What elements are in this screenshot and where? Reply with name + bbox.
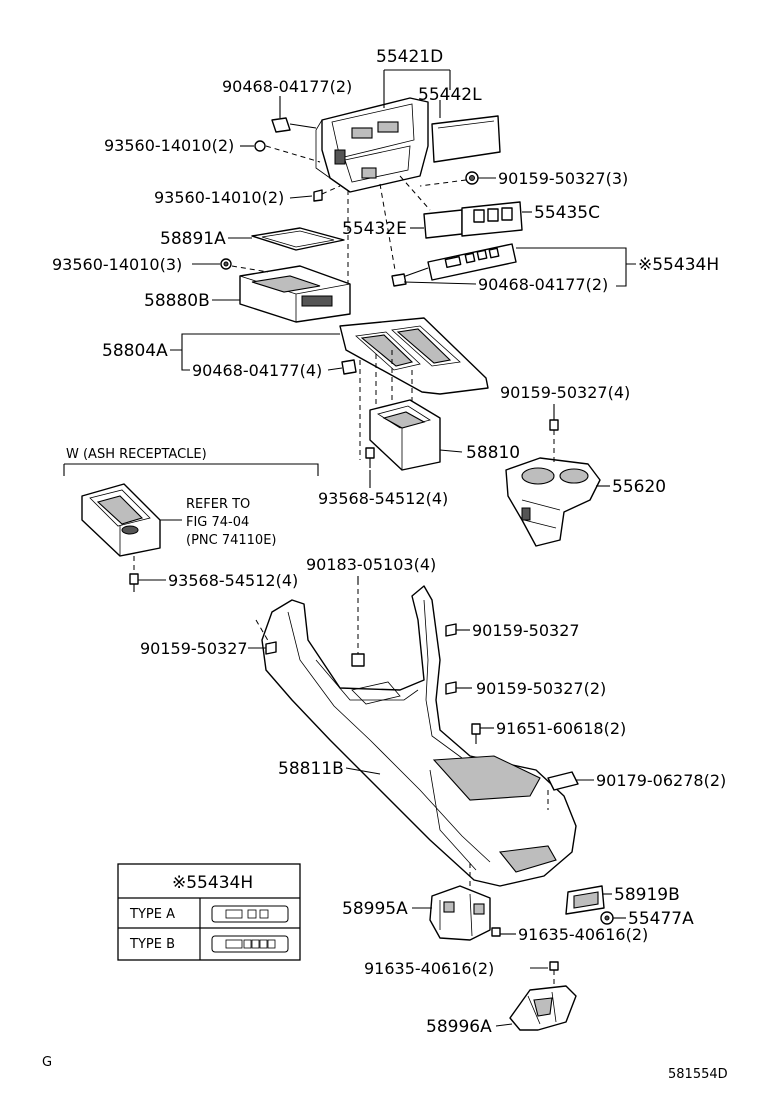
part-55434H-switch-strip	[391, 243, 517, 287]
footer-left-code: G	[42, 1055, 52, 1070]
type-b-switch-icon	[211, 935, 289, 953]
type-a-switch-icon	[211, 905, 289, 923]
label-58891A: 58891A	[160, 229, 226, 249]
label-55442L: 55442L	[418, 85, 482, 105]
part-55421D-bracket	[315, 97, 429, 193]
screw-93560-b	[313, 185, 341, 202]
label-93560-14010-2-b: 93560-14010(2)	[154, 188, 284, 207]
type-table-header: ※55434H	[172, 873, 253, 893]
refer-line-3: (PNC 74110E)	[186, 533, 277, 548]
label-90468-04177-2-top: 90468-04177(2)	[222, 77, 352, 96]
clip-90179-2	[547, 771, 579, 810]
screw-90159-right	[445, 623, 457, 637]
label-93560-14010-2-a: 93560-14010(2)	[104, 136, 234, 155]
part-58810-tray	[369, 399, 441, 471]
type-table: ※55434H TYPE A TYPE B	[117, 863, 301, 961]
label-90183-05103-4: 90183-05103(4)	[306, 555, 436, 574]
clip-90183-4	[351, 580, 365, 667]
label-55421D: 55421D	[376, 47, 443, 67]
ash-receptacle-heading: W (ASH RECEPTACLE)	[66, 447, 207, 462]
screw-91635-b	[549, 961, 559, 988]
type-a-label: TYPE A	[129, 907, 175, 922]
screw-90159-3	[419, 171, 479, 187]
part-58891A-mat	[251, 227, 345, 251]
label-91651-60618-2: 91651-60618(2)	[496, 719, 626, 738]
footer-figure-code: 581554D	[668, 1067, 728, 1082]
screw-90159-2	[445, 681, 457, 695]
label-58804A: 58804A	[102, 341, 168, 361]
part-55620-cupholder	[505, 457, 601, 547]
label-55477A: 55477A	[628, 909, 694, 929]
label-55435C: 55435C	[534, 203, 600, 223]
label-55432E: 55432E	[342, 219, 407, 239]
clip-90468-4	[341, 359, 357, 375]
label-55434H: ※55434H	[638, 255, 719, 275]
label-90468-04177-2-mid: 90468-04177(2)	[478, 275, 608, 294]
label-90468-04177-4: 90468-04177(4)	[192, 361, 322, 380]
part-55477A-knob	[600, 911, 614, 925]
label-90159-50327-2: 90159-50327(2)	[476, 679, 606, 698]
refer-line-1: REFER TO	[186, 497, 250, 512]
label-90159-50327-a: 90159-50327	[472, 621, 580, 640]
label-90159-50327-4: 90159-50327(4)	[500, 383, 630, 402]
label-90159-50327-b: 90159-50327	[140, 639, 248, 658]
part-58880B-box	[220, 258, 351, 323]
label-58810: 58810	[466, 443, 520, 463]
label-58811B: 58811B	[278, 759, 344, 779]
ash-receptacle-group	[63, 463, 319, 592]
label-58995A: 58995A	[342, 899, 408, 919]
label-90159-50327-3: 90159-50327(3)	[498, 169, 628, 188]
leader-lines	[138, 69, 636, 1027]
type-b-label: TYPE B	[129, 937, 175, 952]
part-55435C-switch	[461, 201, 523, 237]
screw-93568-a	[365, 447, 375, 468]
label-58996A: 58996A	[426, 1017, 492, 1037]
label-90179-06278-2: 90179-06278(2)	[596, 771, 726, 790]
label-58880B: 58880B	[144, 291, 210, 311]
part-55432E-blank	[423, 209, 463, 239]
part-55442L-panel	[431, 115, 501, 163]
label-93568-54512-4-a: 93568-54512(4)	[318, 489, 448, 508]
clip-90468-top	[271, 117, 317, 133]
screw-90159-4	[549, 419, 559, 462]
label-93568-54512-4-b: 93568-54512(4)	[168, 571, 298, 590]
part-58995A-bracket	[429, 860, 491, 941]
label-58919B: 58919B	[614, 885, 680, 905]
screw-91635-a	[491, 927, 501, 937]
screw-90159-left	[255, 619, 277, 655]
part-58996A-bracket	[509, 985, 577, 1031]
screw-93560-a	[254, 140, 321, 163]
part-58804A-panel	[339, 317, 489, 395]
part-58811B-console	[261, 585, 577, 887]
label-93560-14010-3: 93560-14010(3)	[52, 255, 182, 274]
refer-line-2: FIG 74-04	[186, 515, 249, 530]
label-91635-40616-2-a: 91635-40616(2)	[518, 925, 648, 944]
bolt-91651-2	[471, 723, 481, 744]
part-labels: 55421D 55442L 90468-04177(2) 93560-14010…	[52, 47, 726, 1037]
label-55620: 55620	[612, 477, 666, 497]
label-91635-40616-2-b: 91635-40616(2)	[364, 959, 494, 978]
part-58919B-bezel	[565, 885, 605, 915]
